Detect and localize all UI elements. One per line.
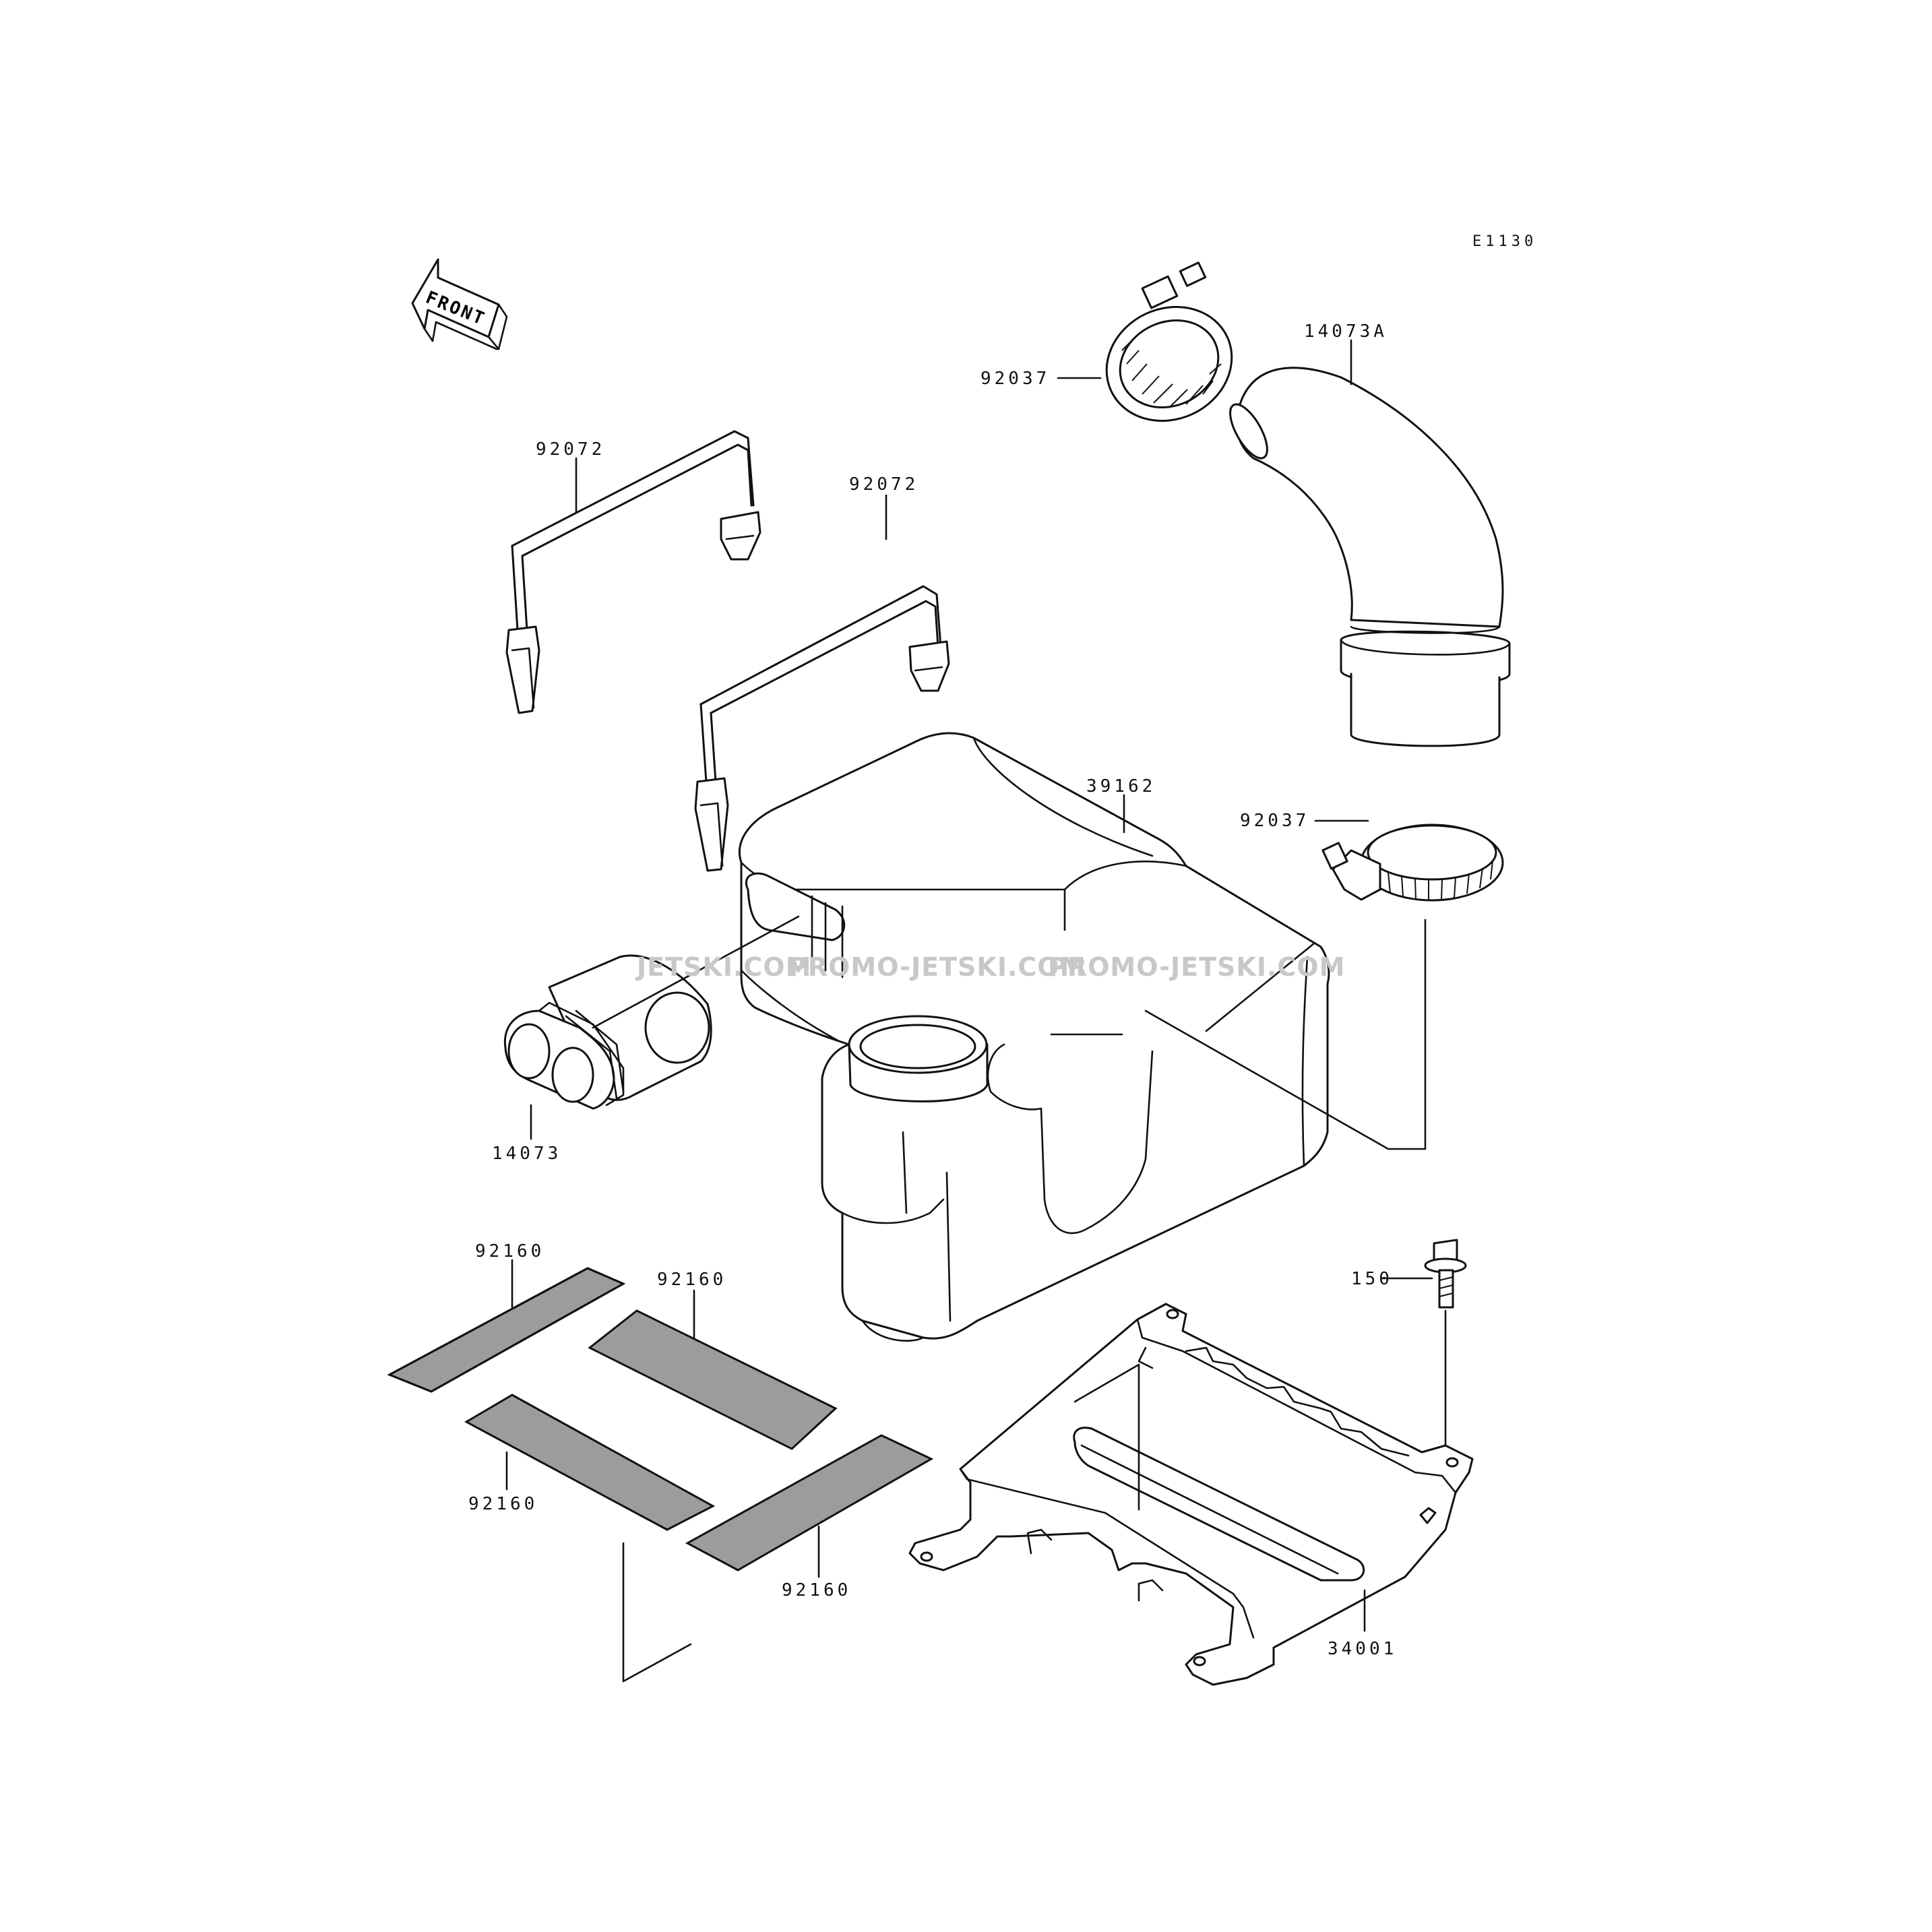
pad-92160-4 [685, 1434, 934, 1571]
label-92160-1: 92160 [475, 1241, 544, 1261]
pad-92160-2 [588, 1309, 838, 1450]
watermark-3: PROMO-JETSKI.COM [1048, 952, 1345, 982]
front-arrow-icon: FRONT [411, 258, 508, 350]
air-tank [738, 732, 1330, 1342]
pad-92160-3 [464, 1394, 716, 1531]
tank-band-right [694, 585, 950, 872]
label-92072-left: 92072 [536, 439, 605, 460]
label-14073a: 14073A [1304, 321, 1388, 342]
hose-clamp-top [1105, 261, 1233, 422]
label-92160-2: 92160 [657, 1270, 726, 1290]
watermark-2: PROMO-JETSKI.COM [788, 952, 1086, 982]
tank-band-left [505, 430, 761, 714]
label-34001: 34001 [1328, 1639, 1397, 1659]
label-39162: 39162 [1086, 776, 1156, 797]
label-150: 150 [1351, 1269, 1393, 1289]
elbow-duct [1229, 367, 1511, 747]
reference-code: E1130 [1472, 233, 1537, 250]
label-92160-4: 92160 [782, 1580, 851, 1600]
intake-duct [503, 954, 712, 1110]
label-14073: 14073 [492, 1144, 561, 1164]
mounting-bracket [908, 1303, 1474, 1686]
label-92072-right: 92072 [849, 474, 918, 495]
label-92037-top: 92037 [980, 369, 1050, 389]
label-92037-bottom: 92037 [1240, 811, 1309, 831]
watermark-1: JETSKI.COM [635, 952, 811, 982]
bolt-150 [1424, 1239, 1467, 1309]
label-92160-3: 92160 [468, 1494, 538, 1514]
pad-92160-1 [387, 1267, 626, 1393]
hose-clamp-bottom [1321, 823, 1504, 902]
